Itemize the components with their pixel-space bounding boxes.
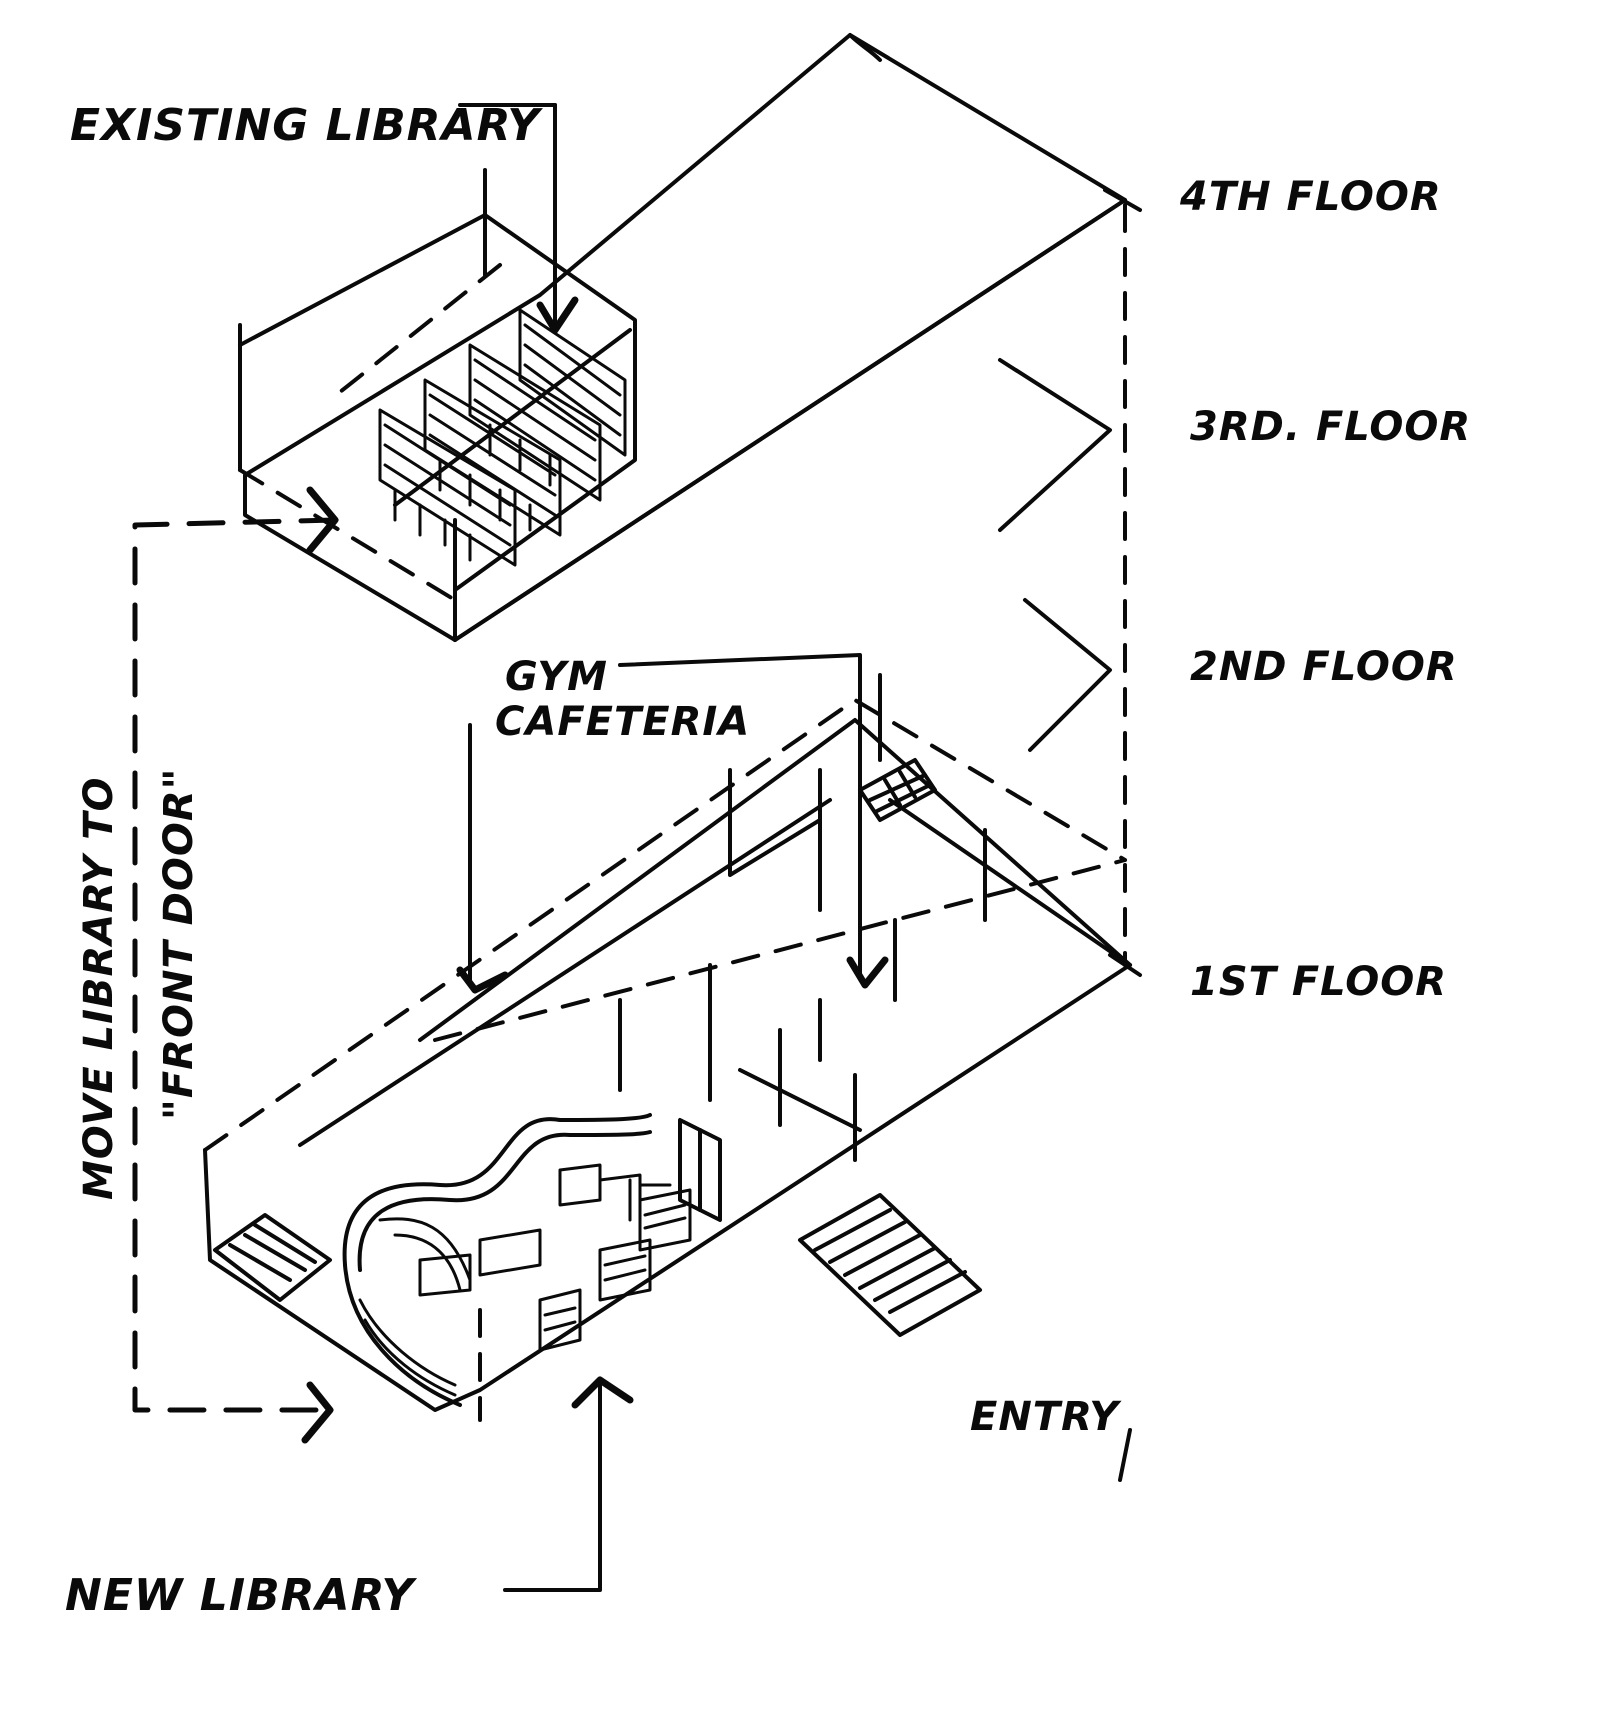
label-move-library-line1: MOVE LIBRARY TO <box>76 776 122 1200</box>
upper-building-volume <box>238 33 1127 967</box>
gym-walls <box>618 768 987 1162</box>
bottom-left-stair <box>213 1213 332 1302</box>
gym-arrow-left <box>456 966 509 994</box>
label-floor-1st: 1ST FLOOR <box>1190 959 1447 1005</box>
new-library-arrow <box>571 1376 634 1409</box>
label-floor-3rd: 3RD. FLOOR <box>1190 404 1471 450</box>
existing-library-bookshelves <box>378 103 632 567</box>
move-library-arrow-bottom <box>301 1381 334 1444</box>
label-new-library: NEW LIBRARY <box>65 1570 417 1621</box>
lower-mid-edge <box>298 798 1132 1147</box>
lower-front-edge <box>203 963 1132 1412</box>
lower-back-solid <box>418 718 1132 1042</box>
gym-arrow-right <box>846 956 889 989</box>
upper-roof-back-edge <box>848 33 882 62</box>
floor-indicators <box>998 188 1142 977</box>
floor-tick-1st <box>1108 953 1142 977</box>
floor-tick-2nd <box>1023 598 1112 752</box>
lower-building-volume <box>203 673 1132 1422</box>
label-cafeteria: CAFETERIA <box>495 699 750 745</box>
new-library-area <box>342 1113 722 1407</box>
existing-library-room-dashed <box>238 263 502 602</box>
gym-stair <box>858 758 937 822</box>
lower-top-dashed <box>203 698 1127 1152</box>
new-library-lower-curve <box>343 1263 462 1407</box>
label-gym: GYM <box>505 654 608 700</box>
upper-front-edge <box>453 198 1127 642</box>
label-existing-library: EXISTING LIBRARY <box>70 100 543 151</box>
new-library-curved-wall-inner <box>357 1130 652 1272</box>
label-move-library-line2: "FRONT DOOR" <box>156 767 202 1120</box>
entry-leader <box>1118 1428 1132 1482</box>
gym-leader <box>618 653 862 977</box>
entry-stair <box>798 1193 982 1337</box>
new-library-curved-wall-outer <box>342 1113 652 1267</box>
existing-library-room <box>238 213 637 592</box>
move-library-arrow-top <box>306 486 339 554</box>
floor-tick-4th <box>1103 188 1142 212</box>
label-floor-4th: 4TH FLOOR <box>1179 174 1442 220</box>
new-library-leader <box>503 1383 602 1592</box>
floor-tick-3rd <box>998 358 1112 532</box>
label-floor-2nd: 2ND FLOOR <box>1190 644 1458 690</box>
label-entry: ENTRY <box>970 1394 1122 1440</box>
move-library-path <box>132 517 338 1413</box>
